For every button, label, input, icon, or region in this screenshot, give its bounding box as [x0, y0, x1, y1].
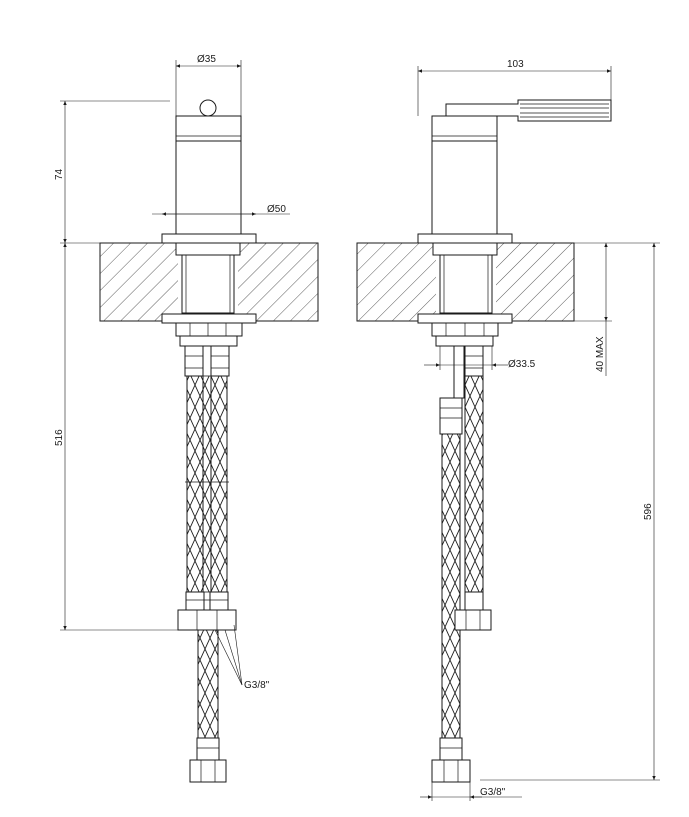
dim-total-height: 596	[643, 503, 654, 520]
front-shank	[181, 254, 235, 314]
front-hose-left	[186, 375, 204, 593]
side-hose-back	[464, 375, 484, 593]
front-cap	[175, 115, 242, 142]
dim-width: 103	[507, 59, 524, 70]
side-hose-front	[441, 433, 461, 739]
front-hex-nut-row	[177, 609, 237, 631]
front-bottom-hex-nut	[189, 759, 227, 783]
dim-top-diameter: Ø35	[197, 54, 216, 65]
front-thread-label: G3/8"	[244, 680, 270, 691]
front-hose-right	[210, 375, 228, 593]
front-lower-washer	[161, 313, 257, 324]
side-flange	[417, 233, 513, 244]
side-hex-nut	[454, 609, 492, 631]
side-cap	[431, 115, 498, 142]
front-body	[175, 140, 242, 235]
front-lock-nut	[175, 322, 243, 337]
side-lower-washer	[417, 313, 513, 324]
dim-deck-thickness: 40 MAX	[595, 336, 606, 372]
front-view: Ø35 Ø50 74 516 G3/8"	[54, 54, 319, 783]
side-dimensions: 103 40 MAX Ø33.5 596 G3/8"	[417, 59, 660, 801]
dim-height-above: 74	[54, 168, 65, 180]
front-dimensions: Ø35 Ø50 74 516 G3/8"	[54, 54, 290, 691]
front-lever-knob	[199, 99, 217, 117]
dim-shank-diameter: Ø33.5	[508, 359, 536, 370]
front-flange	[161, 233, 257, 244]
side-thread-label: G3/8"	[480, 787, 506, 798]
front-lower-hose	[197, 629, 219, 739]
side-view: 103 40 MAX Ø33.5 596 G3/8"	[356, 59, 660, 801]
dim-height-below: 516	[54, 429, 65, 446]
side-body	[431, 140, 498, 235]
side-bottom-hex-nut	[431, 759, 471, 783]
side-shank	[439, 254, 493, 314]
dim-flange-diameter: Ø50	[267, 204, 286, 215]
